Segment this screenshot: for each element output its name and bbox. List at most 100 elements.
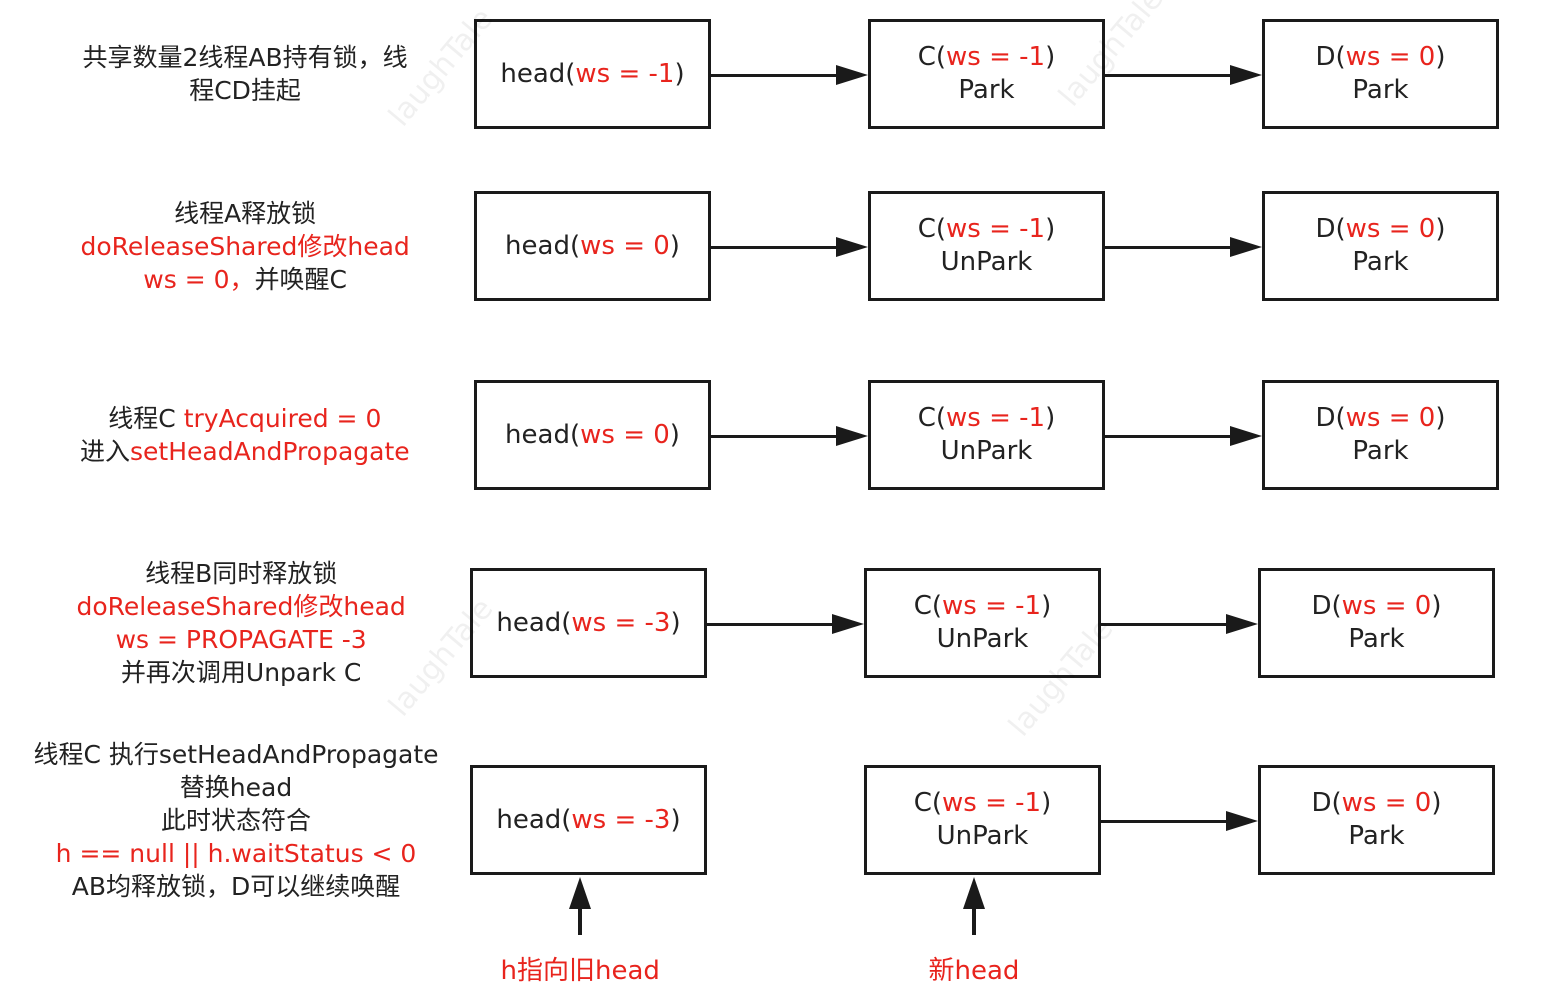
- node-label-text: head: [496, 804, 562, 835]
- step-description-text: 线程C: [108, 404, 184, 433]
- step-description-line: 并再次调用Unpark C: [77, 656, 406, 689]
- node-label-line: D(ws = 0): [1315, 402, 1445, 435]
- node-label-text: (: [935, 42, 947, 72]
- queue-node-d: D(ws = 0)Park: [1262, 19, 1499, 129]
- node-label-line: UnPark: [941, 435, 1033, 468]
- node-label-text: ws = 0: [580, 419, 670, 450]
- node-label-text: D: [1311, 788, 1332, 818]
- node-label-line: D(ws = 0): [1311, 590, 1441, 623]
- node-label-text: ws = -1: [942, 591, 1042, 621]
- node-label-line: head(ws = 0): [505, 230, 680, 263]
- arrow-head: [836, 65, 868, 85]
- node-label-text: Park: [1348, 624, 1405, 654]
- arrow-head: [832, 614, 864, 634]
- node-label-text: (: [1335, 403, 1346, 433]
- node-label-text: ): [1041, 591, 1052, 621]
- queue-node-d: D(ws = 0)Park: [1262, 191, 1499, 301]
- step-description-line: 进入setHeadAndPropagate: [80, 435, 410, 468]
- node-label-line: C(ws = -1): [914, 787, 1052, 820]
- step-description-text: 并再次调用Unpark C: [120, 658, 362, 687]
- node-label-text: ws = 0: [1341, 591, 1432, 621]
- next-pointer-arrow: [1105, 74, 1232, 77]
- node-label-line: Park: [958, 74, 1014, 107]
- node-label-text: ): [669, 419, 680, 450]
- node-label-line: UnPark: [937, 820, 1029, 853]
- node-label-line: D(ws = 0): [1315, 41, 1445, 74]
- node-label-text: D: [1315, 42, 1336, 72]
- queue-node-d: D(ws = 0)Park: [1262, 380, 1499, 490]
- node-label-line: C(ws = -1): [918, 41, 1056, 74]
- next-pointer-arrow: [711, 435, 838, 438]
- step-description-line: 线程A释放锁: [81, 197, 410, 230]
- step-description-text: tryAcquired = 0: [183, 404, 382, 433]
- step-description-text: 替换head: [179, 772, 293, 802]
- arrow-head: [836, 237, 868, 257]
- node-label-line: head(ws = -3): [496, 607, 680, 640]
- node-label-text: C: [917, 403, 936, 433]
- step-description-line: 此时状态符合: [34, 804, 439, 837]
- node-label-line: UnPark: [941, 246, 1033, 279]
- node-label-text: head: [500, 58, 566, 89]
- node-label-text: (: [569, 230, 581, 261]
- node-label-line: C(ws = -1): [918, 213, 1056, 246]
- node-label-text: (: [935, 214, 947, 244]
- step-description-line: 线程C 执行setHeadAndPropagate: [34, 738, 439, 771]
- node-label-text: UnPark: [936, 624, 1029, 654]
- step-description-text: 线程B同时释放锁: [145, 559, 338, 588]
- node-label-line: C(ws = -1): [918, 402, 1056, 435]
- step-description-text: 此时状态符合: [161, 805, 312, 835]
- step-description-text: AB均释放锁，D可以继续唤醒: [71, 871, 401, 901]
- step-description: 共享数量2线程AB持有锁，线程CD挂起: [83, 41, 408, 107]
- node-label-text: C: [913, 591, 932, 621]
- node-label-text: ws = 0: [1341, 788, 1432, 818]
- next-pointer-arrow: [1101, 623, 1228, 626]
- node-label-text: head: [505, 419, 570, 450]
- node-label-text: D: [1315, 214, 1336, 244]
- node-label-line: Park: [1352, 246, 1408, 279]
- node-label-text: Park: [958, 75, 1015, 105]
- arrow-head: [1230, 426, 1262, 446]
- node-label-line: head(ws = 0): [505, 419, 680, 452]
- step-description-line: 替换head: [34, 771, 439, 804]
- node-label-text: Park: [1352, 75, 1409, 105]
- node-label-text: C: [917, 42, 936, 72]
- node-label-text: ): [1431, 788, 1442, 818]
- node-label-text: (: [931, 591, 943, 621]
- node-label-text: ): [1045, 214, 1056, 244]
- node-label-line: UnPark: [937, 623, 1029, 656]
- node-label-text: ): [1435, 403, 1446, 433]
- queue-node-d: D(ws = 0)Park: [1258, 765, 1495, 875]
- node-label-text: ws = 0: [1345, 214, 1436, 244]
- node-label-text: ws = -1: [946, 42, 1046, 72]
- next-pointer-arrow: [707, 623, 834, 626]
- step-description-line: 共享数量2线程AB持有锁，线: [83, 41, 408, 74]
- step-description-text: setHeadAndPropagate: [130, 437, 410, 466]
- queue-node-c: C(ws = -1)UnPark: [868, 191, 1105, 301]
- pointer-arrow-shaft: [972, 907, 976, 935]
- queue-node-head: head(ws = 0): [474, 191, 711, 301]
- step-description-text: doReleaseShared修改head: [76, 592, 406, 621]
- step-description-text: doReleaseShared修改head: [80, 231, 410, 261]
- next-pointer-arrow: [1101, 820, 1228, 823]
- node-label-text: ws = -1: [942, 788, 1042, 818]
- node-label-text: ws = 0: [1345, 42, 1436, 72]
- node-label-text: D: [1311, 591, 1332, 621]
- queue-node-head: head(ws = -1): [474, 19, 711, 129]
- node-label-text: ws = 0: [580, 230, 670, 261]
- node-label-text: ws = -1: [575, 58, 675, 89]
- node-label-line: Park: [1348, 623, 1404, 656]
- node-label-text: ): [669, 230, 680, 261]
- queue-node-c: C(ws = -1)Park: [868, 19, 1105, 129]
- step-description-line: doReleaseShared修改head: [81, 230, 410, 263]
- node-label-text: Park: [1348, 821, 1405, 851]
- step-description-line: 线程C tryAcquired = 0: [80, 402, 410, 435]
- step-description-line: 程CD挂起: [83, 74, 408, 107]
- queue-node-head: head(ws = -3): [470, 568, 707, 678]
- node-label-text: ws = -3: [571, 607, 671, 638]
- node-label-text: ): [1435, 42, 1446, 72]
- queue-node-head: head(ws = -3): [470, 765, 707, 875]
- arrow-head: [1226, 811, 1258, 831]
- node-label-line: C(ws = -1): [914, 590, 1052, 623]
